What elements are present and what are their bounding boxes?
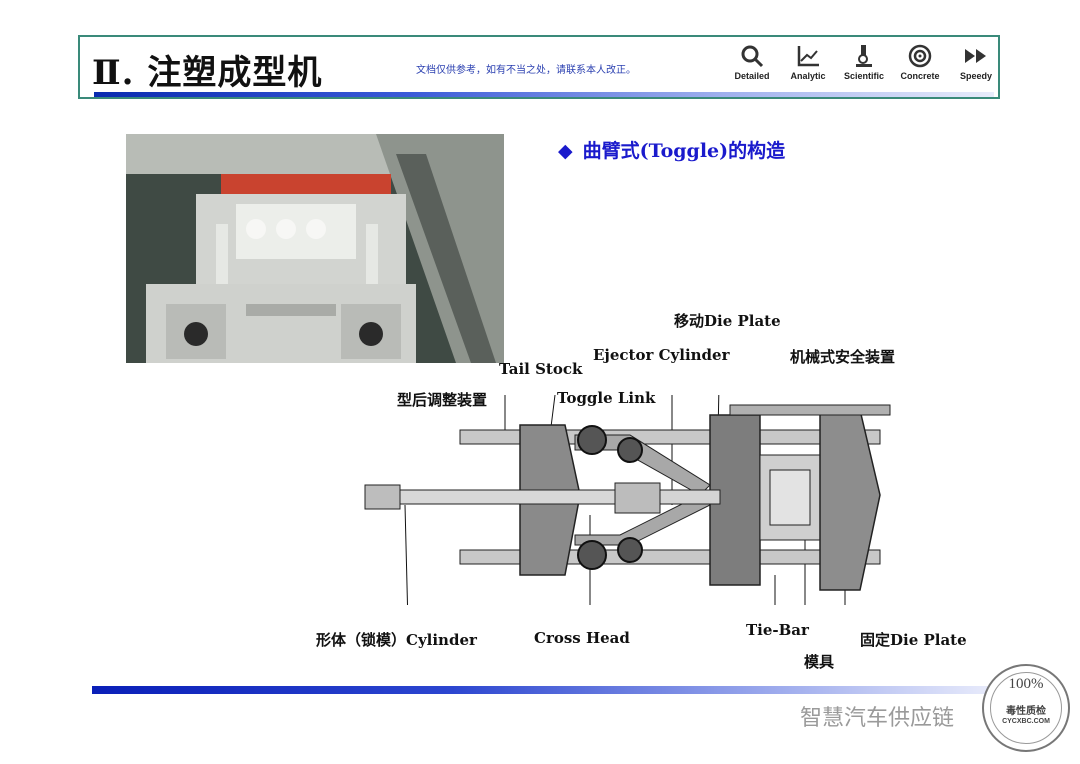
label-toggle-link: Toggle Link	[557, 389, 656, 407]
toggle-structure-diagram	[350, 334, 910, 645]
label-moving-die-plate: 移动Die Plate	[674, 312, 781, 330]
header-icon-row: Detailed Analytic Scientific Concrete	[728, 43, 1000, 81]
icon-label: Speedy	[959, 71, 992, 81]
slide-subtitle: ◆ 曲臂式(Toggle)的构造	[558, 136, 785, 163]
header-gradient-bar	[94, 92, 994, 97]
stamp-percent: 100%	[1008, 676, 1044, 692]
label-clamp-cylinder: 形体（锁模）Cylinder	[316, 631, 477, 649]
detailed-item: Detailed	[728, 43, 776, 81]
subtitle-text: 曲臂式(Toggle)的构造	[582, 140, 786, 162]
scientific-item: Scientific	[840, 43, 888, 81]
stamp-label: 毒性质检	[1006, 706, 1046, 717]
toggle-machine-photo	[126, 134, 504, 363]
magnifier-icon	[741, 45, 764, 68]
label-mold: 模具	[804, 653, 835, 671]
icon-label: Analytic	[790, 71, 826, 81]
quality-stamp: 100% 毒性质检 CYCXBC.COM	[982, 664, 1070, 752]
label-safety-device: 机械式安全装置	[790, 348, 896, 366]
fast-forward-icon	[965, 49, 986, 63]
concrete-item: Concrete	[896, 43, 944, 81]
speedy-item: Speedy	[952, 43, 1000, 81]
label-mold-adjust: 型后调整装置	[397, 391, 488, 409]
label-ejector-cylinder: Ejector Cylinder	[593, 346, 730, 364]
icon-label: Scientific	[843, 71, 884, 81]
slide-title: Ⅱ. 注塑成型机	[92, 53, 323, 93]
footer-gradient-bar	[92, 686, 992, 694]
label-tail-stock: Tail Stock	[499, 360, 583, 378]
slide-header: Ⅱ. 注塑成型机 文档仅供参考，如有不当之处，请联系本人改正。 Detailed…	[78, 35, 1000, 99]
label-cross-head: Cross Head	[534, 629, 630, 647]
label-fixed-die-plate: 固定Die Plate	[860, 631, 967, 649]
stamp-domain: CYCXBC.COM	[1002, 718, 1050, 725]
watermark-text: 智慧汽车供应链	[800, 706, 955, 731]
analytic-chart-icon	[797, 46, 819, 67]
label-tie-bar: Tie-Bar	[746, 621, 809, 639]
microscope-icon	[856, 45, 872, 67]
disclaimer-text: 文档仅供参考，如有不当之处，请联系本人改正。	[416, 65, 636, 76]
analytic-item: Analytic	[784, 43, 832, 81]
target-icon	[908, 44, 932, 68]
icon-label: Detailed	[734, 71, 770, 81]
diamond-bullet-icon: ◆	[558, 140, 573, 162]
icon-label: Concrete	[900, 71, 940, 81]
